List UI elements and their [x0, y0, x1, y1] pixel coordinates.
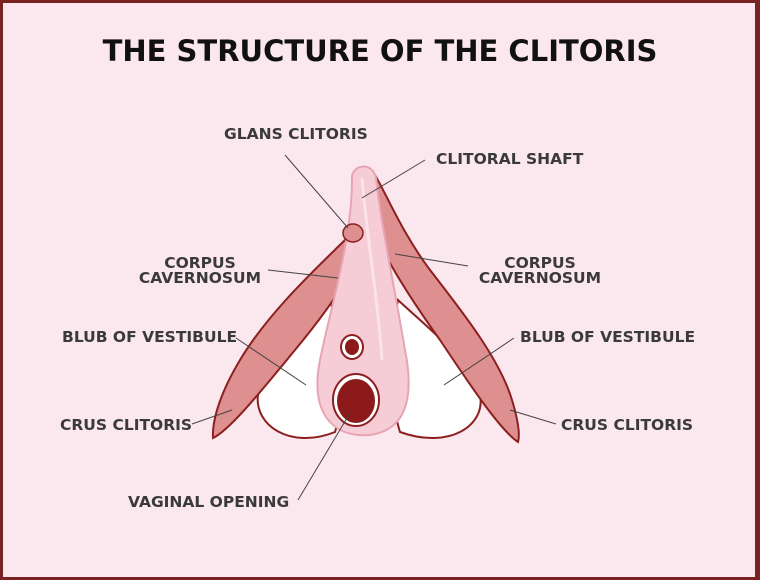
leader-crus-right — [509, 409, 557, 425]
leader-vaginal — [297, 412, 351, 501]
vaginal-opening-inner — [337, 379, 375, 423]
label-vaginal-opening: VAGINAL OPENING — [128, 493, 290, 511]
label-crus-clitoris-left: CRUS CLITORIS — [60, 416, 193, 434]
leader-corpus-right — [394, 253, 469, 267]
crus-clitoris-right — [371, 169, 520, 444]
urethral-opening-inner — [345, 339, 359, 355]
label-bulb-of-vestibule-right: BLUB OF VESTIBULE — [520, 328, 696, 346]
leader-bulb-right — [443, 337, 515, 386]
label-glans-clitoris: GLANS CLITORIS — [224, 125, 368, 143]
glans-clitoris — [342, 223, 364, 243]
leader-bulb-left — [235, 337, 307, 386]
label-crus-clitoris-right: CRUS CLITORIS — [561, 416, 694, 434]
label-clitoral-shaft: CLITORAL SHAFT — [436, 150, 584, 168]
label-corpus-left-line1: CORPUS — [164, 254, 236, 272]
label-corpus-right-line2: CAVERNOSUM — [478, 269, 602, 287]
clitoral-shaft — [316, 165, 410, 437]
crus-clitoris-left — [211, 232, 354, 440]
label-corpus-right-line1: CORPUS — [504, 254, 576, 272]
label-corpus-cavernosum-right: CORPUS CAVERNOSUM — [470, 254, 610, 287]
leader-shaft — [361, 159, 426, 199]
leader-crus-left — [191, 409, 233, 425]
diagram-title: THE STRUCTURE OF THE CLITORIS — [102, 34, 658, 68]
label-corpus-left-line2: CAVERNOSUM — [138, 269, 262, 287]
label-bulb-of-vestibule-left: BLUB OF VESTIBULE — [62, 328, 238, 346]
leader-corpus-left — [267, 269, 339, 279]
leader-glans — [284, 154, 349, 229]
label-corpus-cavernosum-left: CORPUS CAVERNOSUM — [130, 254, 270, 287]
leader-lines — [191, 154, 557, 501]
